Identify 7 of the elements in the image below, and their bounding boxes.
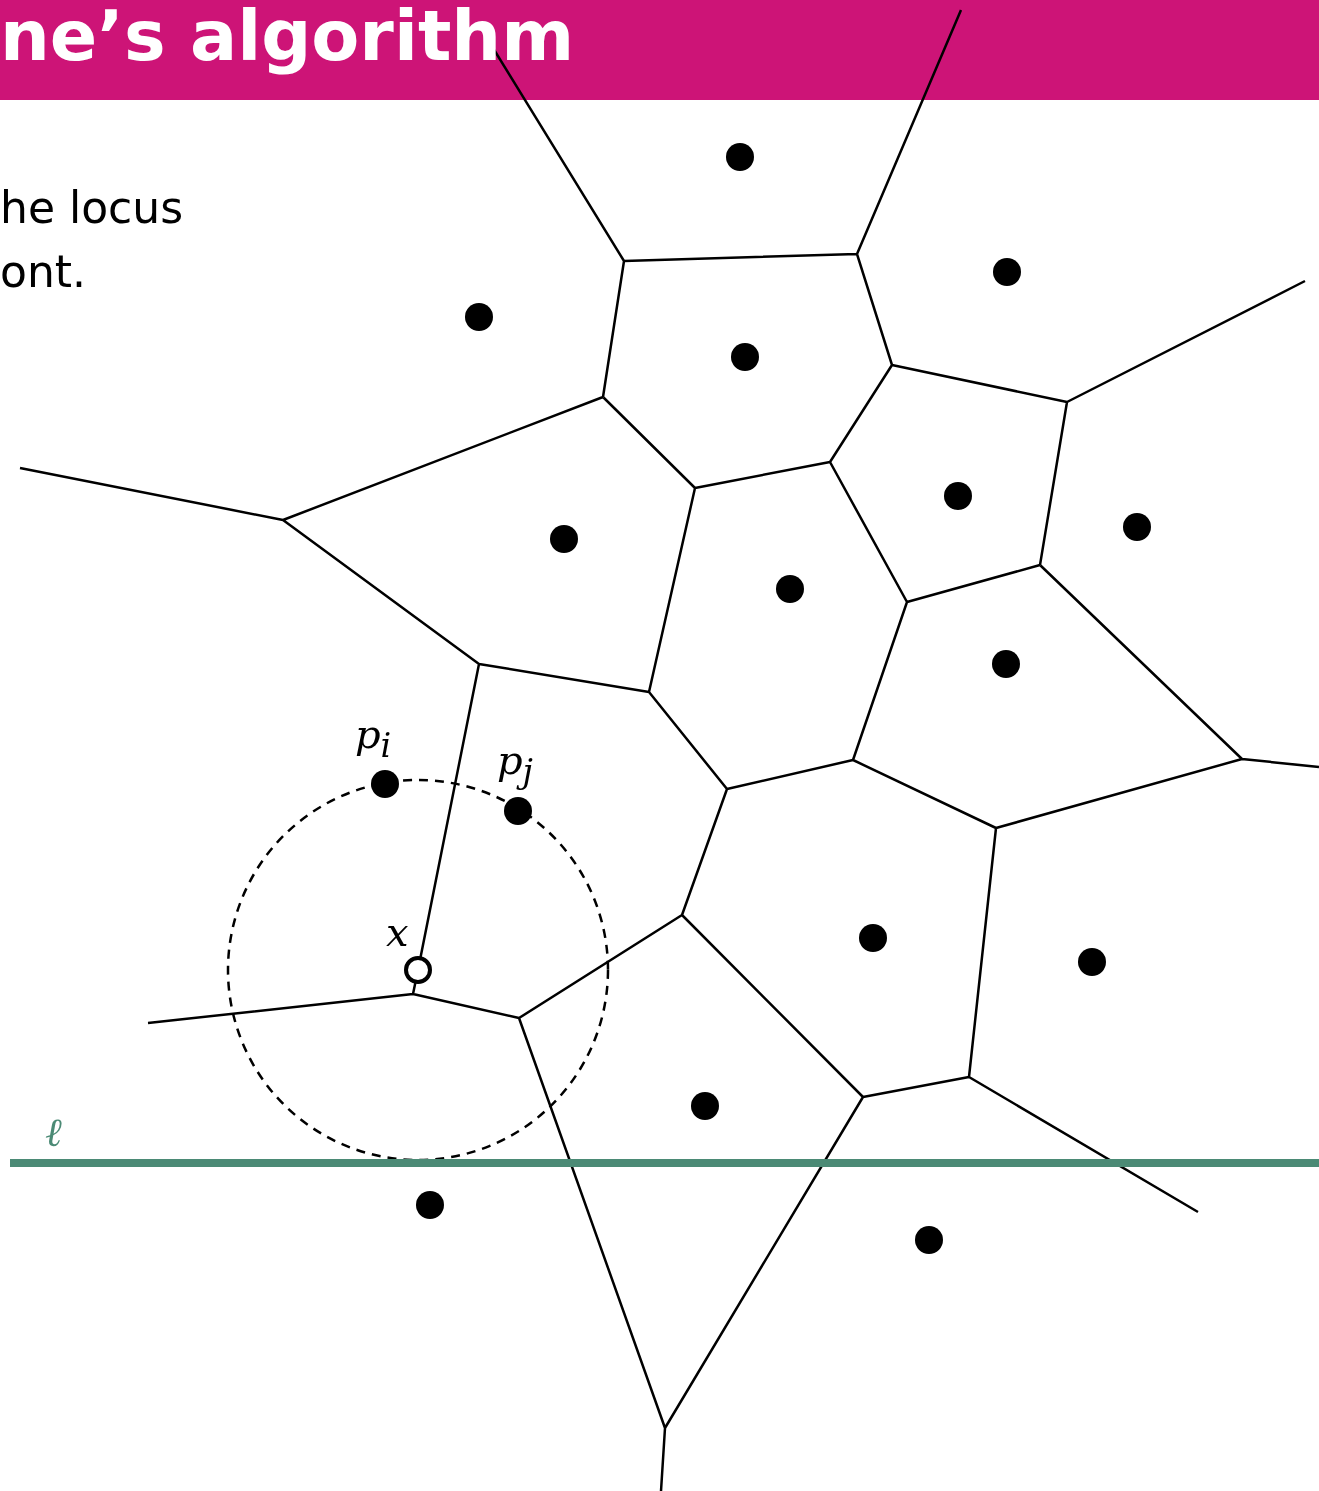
body-text: he locus [0, 182, 184, 234]
line-label: ℓ [45, 1110, 62, 1154]
point-label: p$_{i}$ [355, 712, 392, 767]
point-label: p$_{j}$ [497, 738, 533, 793]
slide-title: ne’s algorithm [0, 0, 575, 79]
point-label: x [386, 910, 409, 954]
body-text: ont. [0, 246, 87, 298]
